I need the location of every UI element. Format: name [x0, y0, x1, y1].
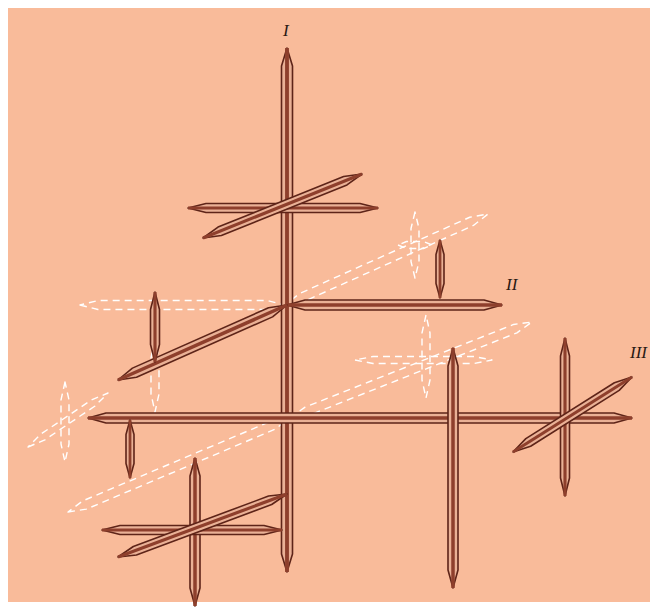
rod-outline: [151, 292, 160, 362]
axis-rod: [203, 174, 362, 238]
axis-rod: [88, 413, 632, 423]
axis-rod: [118, 494, 287, 557]
rod-shading: [451, 348, 455, 588]
rod-shading: [439, 240, 442, 298]
axis-rod: [287, 300, 502, 310]
hidden-axis-rod: [398, 242, 432, 249]
rod-outline: [398, 242, 432, 249]
hidden-axis-rod: [285, 214, 488, 305]
rod-outline: [68, 418, 290, 512]
rod-shading: [153, 292, 156, 362]
rod-outline: [80, 301, 285, 310]
hidden-axis-rod: [290, 322, 532, 418]
rod-outline: [513, 377, 632, 452]
rod-shading: [203, 174, 362, 238]
rod-outline: [88, 413, 632, 423]
rod-outline: [61, 382, 69, 462]
rod-outline: [118, 305, 287, 380]
hidden-axis-rod: [61, 382, 69, 462]
rod-outline: [203, 174, 362, 238]
rod-shading: [118, 494, 287, 557]
rod-outline: [118, 494, 287, 557]
axis-label: II: [506, 276, 517, 293]
hidden-axis-rod: [355, 357, 492, 364]
hidden-axis-rod: [411, 212, 419, 278]
axis-rod: [436, 240, 444, 298]
rod-outline: [287, 300, 502, 310]
hidden-axis-rod: [80, 301, 285, 310]
rod-outline: [285, 214, 488, 305]
hidden-axis-rod: [68, 418, 290, 512]
rod-shading: [129, 420, 132, 478]
rods: [28, 48, 632, 606]
axis-rod: [151, 292, 160, 362]
rod-shading: [513, 377, 632, 452]
axis-rod: [513, 377, 632, 452]
rod-outline: [126, 420, 134, 478]
rod-outline: [448, 348, 458, 588]
axis-rod: [126, 420, 134, 478]
axis-rod: [448, 348, 458, 588]
rod-outline: [290, 322, 532, 418]
rod-outline: [436, 240, 444, 298]
axis-label: III: [630, 344, 647, 361]
rod-shading: [287, 303, 502, 307]
background: [8, 8, 650, 602]
rod-shading: [118, 305, 287, 380]
rod-outline: [411, 212, 419, 278]
rod-shading: [88, 416, 632, 420]
axis-label: I: [283, 22, 289, 39]
axis-rod: [118, 305, 287, 380]
rod-outline: [355, 357, 492, 364]
